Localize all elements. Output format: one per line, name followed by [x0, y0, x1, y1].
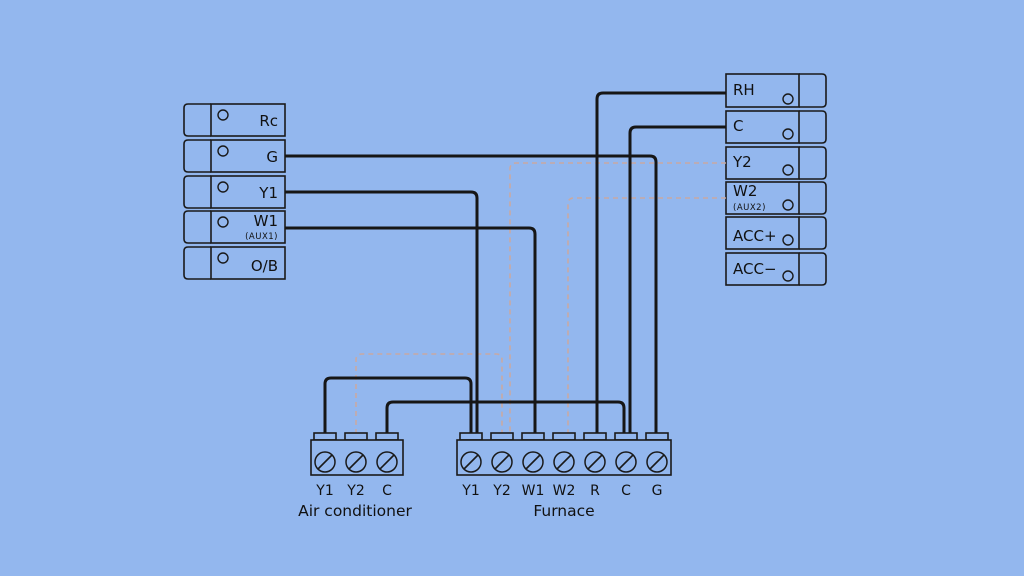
terminal-hole-icon — [217, 216, 229, 228]
optional-wires — [355, 162, 726, 434]
terminal-hole-icon — [782, 234, 794, 246]
terminal-hole-icon — [782, 128, 794, 140]
terminal-hole-icon — [217, 109, 229, 121]
furnace-block-body — [456, 439, 672, 476]
terminal-tab — [614, 432, 638, 441]
wire-y1 — [285, 190, 479, 434]
right-terminal-sublabel: (AUX2) — [733, 203, 766, 213]
right-terminal-label: Y2 — [732, 153, 752, 171]
screw-icon[interactable] — [553, 451, 575, 473]
left-terminal-y1[interactable]: Y1 — [183, 175, 286, 209]
terminal-tab — [645, 432, 669, 441]
terminal-hole-icon — [782, 199, 794, 211]
air-conditioner-caption: Air conditioner — [298, 502, 412, 520]
terminal-tab — [375, 432, 399, 441]
left-terminal-label: Y1 — [258, 184, 278, 202]
terminal-tab — [344, 432, 368, 441]
terminal-tab — [490, 432, 514, 441]
terminal-hole-icon — [217, 252, 229, 264]
furnace-terminal-label: W1 — [522, 483, 545, 499]
terminal-hole-icon — [782, 164, 794, 176]
right-terminal-c[interactable]: C — [725, 110, 827, 144]
ac-terminal-label: Y2 — [346, 483, 364, 499]
furnace-caption: Furnace — [533, 502, 594, 520]
furnace-block: Y1 Y2 W1 W2 R C G Furnace — [456, 432, 672, 520]
left-terminal-label: O/B — [251, 257, 278, 275]
left-terminal-ob[interactable]: O/B — [183, 246, 286, 280]
wire-g — [285, 154, 658, 434]
wire-rh — [595, 91, 726, 434]
screw-icon[interactable] — [345, 451, 367, 473]
right-terminal-label: W2 — [733, 182, 757, 200]
right-terminal-acc-plus[interactable]: ACC+ — [725, 216, 827, 250]
ac-block-body — [310, 439, 404, 476]
terminal-hole-icon — [217, 145, 229, 157]
right-terminal-label: ACC− — [733, 260, 777, 278]
terminal-hole-icon — [782, 270, 794, 282]
wires — [285, 91, 726, 434]
furnace-terminal-label: R — [590, 483, 600, 499]
right-terminal-rh[interactable]: RH — [725, 73, 827, 108]
terminal-tab — [583, 432, 607, 441]
terminal-tab — [552, 432, 576, 441]
terminal-tab — [521, 432, 545, 441]
left-terminal-label: Rc — [259, 112, 278, 130]
wire-c-thermostat — [628, 125, 726, 434]
left-terminal-label: W1 — [254, 212, 278, 230]
screw-icon[interactable] — [314, 451, 336, 473]
furnace-terminal-label: Y1 — [461, 483, 479, 499]
screw-icon[interactable] — [376, 451, 398, 473]
optional-wire-w2-thermostat — [567, 197, 726, 434]
wire-w1 — [285, 226, 537, 434]
right-terminal-label: C — [733, 117, 743, 135]
terminal-hole-icon — [217, 181, 229, 193]
furnace-terminal-label: C — [621, 483, 631, 499]
furnace-terminal-label: W2 — [553, 483, 576, 499]
wire-c-ac — [385, 400, 626, 434]
screw-icon[interactable] — [460, 451, 482, 473]
terminal-tab — [313, 432, 337, 441]
furnace-terminal-label: Y2 — [492, 483, 510, 499]
screw-icon[interactable] — [584, 451, 606, 473]
ac-terminal-label: Y1 — [315, 483, 333, 499]
left-terminal-w1[interactable]: W1 (AUX1) — [183, 210, 286, 244]
ac-terminal-label: C — [382, 483, 392, 499]
left-terminal-strip: Rc G Y1 W1 (AUX1) O/B — [183, 103, 286, 280]
terminal-hole-icon — [782, 93, 794, 105]
screw-icon[interactable] — [646, 451, 668, 473]
terminal-tab — [459, 432, 483, 441]
right-terminal-y2[interactable]: Y2 — [725, 146, 827, 180]
right-terminal-label: RH — [733, 81, 755, 99]
left-terminal-rc[interactable]: Rc — [183, 103, 286, 137]
right-terminal-acc-minus[interactable]: ACC− — [725, 252, 827, 286]
optional-wire-y2-ac — [355, 353, 503, 434]
right-terminal-label: ACC+ — [733, 227, 777, 245]
wire-y1-ac — [323, 376, 473, 434]
screw-icon[interactable] — [615, 451, 637, 473]
right-terminal-w2[interactable]: W2 (AUX2) — [725, 181, 827, 215]
screw-icon[interactable] — [522, 451, 544, 473]
right-terminal-strip: RH C Y2 W2 (AUX2) ACC+ — [725, 73, 827, 286]
left-terminal-label: G — [266, 148, 278, 166]
screw-icon[interactable] — [491, 451, 513, 473]
optional-wire-y2-thermostat — [509, 162, 726, 434]
left-terminal-sublabel: (AUX1) — [245, 232, 278, 242]
air-conditioner-block: Y1 Y2 C Air conditioner — [298, 432, 413, 520]
left-terminal-g[interactable]: G — [183, 139, 286, 173]
furnace-terminal-label: G — [652, 483, 663, 499]
